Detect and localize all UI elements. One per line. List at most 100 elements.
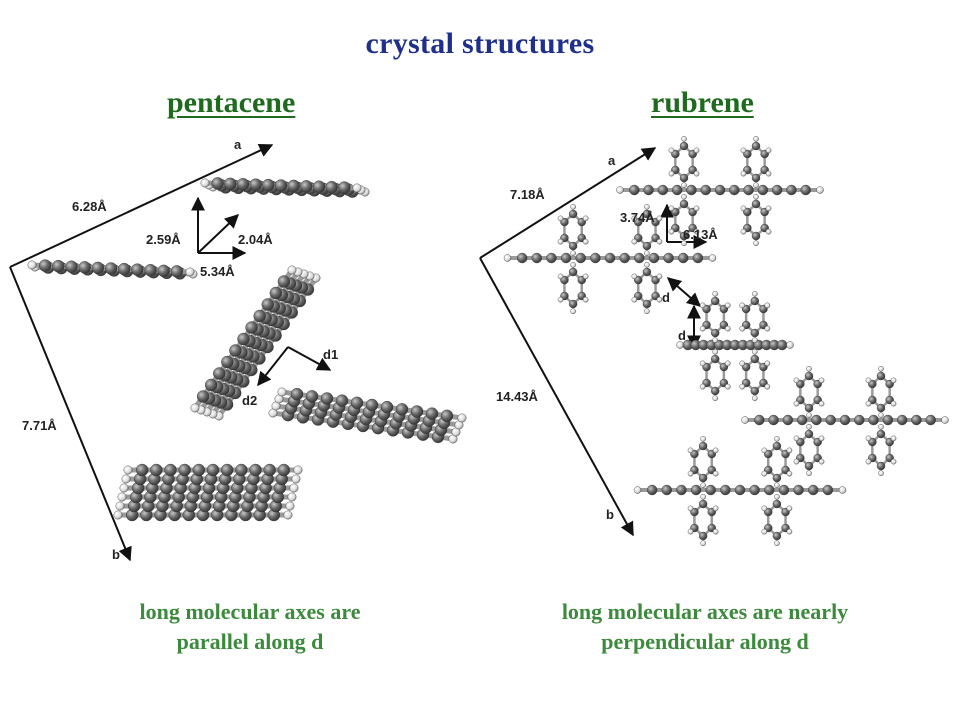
hydrogen-atom xyxy=(699,360,706,367)
carbon-atom xyxy=(568,241,578,251)
hydrogen-atom xyxy=(631,273,638,280)
pentacene-label-d1: d1 xyxy=(323,347,338,362)
hydrogen-atom xyxy=(289,483,299,493)
hydrogen-atom xyxy=(119,483,129,493)
carbon-atom xyxy=(642,209,652,219)
carbon-atom xyxy=(811,414,822,426)
carbon-atom xyxy=(804,429,814,439)
carbon-atom xyxy=(882,414,894,426)
carbon-atom xyxy=(206,463,220,477)
hydrogen-atom xyxy=(753,182,759,188)
carbon-atom xyxy=(876,429,886,439)
rubrene-arrow-d-upper xyxy=(666,277,702,307)
carbon-atom xyxy=(750,328,759,338)
carbon-atom xyxy=(546,252,557,264)
carbon-atom xyxy=(800,184,811,196)
carbon-atom xyxy=(876,403,886,413)
pentacene-axis-b xyxy=(9,266,132,562)
hydrogen-atom xyxy=(644,261,650,268)
rubrene-label-len-a: 7.18Å xyxy=(510,187,545,202)
carbon-atom xyxy=(220,463,234,477)
carbon-atom xyxy=(196,390,210,403)
carbon-atom xyxy=(711,354,720,364)
hydrogen-atom xyxy=(693,205,700,212)
hydrogen-atom xyxy=(740,170,747,177)
carbon-atom xyxy=(261,298,274,311)
hydrogen-atom xyxy=(941,416,949,424)
hydrogen-atom xyxy=(774,435,780,442)
carbon-atom xyxy=(822,484,834,496)
carbon-atom xyxy=(648,252,660,264)
hydrogen-atom xyxy=(739,302,746,309)
carbon-atom xyxy=(117,262,131,276)
pentacene-label-534: 5.34Å xyxy=(200,264,235,279)
hydrogen-atom xyxy=(656,296,663,303)
pentacene-stack-bottom xyxy=(113,463,303,522)
carbon-atom xyxy=(686,184,697,196)
carbon-atom xyxy=(678,252,689,264)
rubrene-label-a: a xyxy=(608,153,616,168)
hydrogen-atom xyxy=(793,400,800,407)
hydrogen-atom xyxy=(457,413,467,423)
carbon-atom xyxy=(711,386,720,396)
carbon-atom xyxy=(300,180,313,193)
carbon-atom xyxy=(757,184,769,196)
hydrogen-atom xyxy=(644,308,650,315)
rubrene-axis-b xyxy=(479,257,634,537)
carbon-atom xyxy=(854,414,865,426)
rubrene-axis-a xyxy=(479,147,657,259)
hydrogen-atom xyxy=(582,296,589,303)
hydrogen-atom xyxy=(761,470,768,477)
pentacene-axis-a xyxy=(9,143,274,268)
hydrogen-atom xyxy=(752,395,758,402)
carbon-atom xyxy=(253,309,266,323)
carbon-atom xyxy=(661,484,672,496)
carbon-atom xyxy=(568,209,578,219)
carbon-atom xyxy=(131,263,144,276)
hydrogen-atom xyxy=(818,400,825,407)
hydrogen-atom xyxy=(752,337,758,344)
hydrogen-atom xyxy=(739,383,746,390)
hydrogen-atom xyxy=(656,238,663,245)
hydrogen-atom xyxy=(786,447,793,454)
carbon-atom xyxy=(743,184,754,196)
carbon-atom xyxy=(568,299,578,309)
carbon-atom xyxy=(642,299,652,309)
pentacene-arrow-204 xyxy=(197,214,240,254)
hydrogen-atom xyxy=(681,135,687,142)
carbon-atom xyxy=(516,252,528,264)
hydrogen-atom xyxy=(557,238,564,245)
carbon-atom xyxy=(245,321,258,334)
hydrogen-atom xyxy=(27,260,37,270)
hydrogen-atom xyxy=(741,416,749,424)
hydrogen-atom xyxy=(631,215,638,222)
hydrogen-atom xyxy=(699,302,706,309)
carbon-atom xyxy=(751,231,761,241)
carbon-atom xyxy=(78,261,91,274)
hydrogen-atom xyxy=(708,254,717,262)
carbon-atom xyxy=(170,265,184,278)
carbon-atom xyxy=(157,264,170,278)
hydrogen-atom xyxy=(631,296,638,303)
carbon-atom xyxy=(754,414,765,426)
carbon-atom xyxy=(229,344,242,357)
carbon-atom xyxy=(643,184,654,196)
pentacene-molecule-left xyxy=(27,259,198,280)
carbon-atom xyxy=(750,386,759,396)
carbon-atom xyxy=(751,173,761,183)
carbon-atom xyxy=(676,484,687,496)
carbon-atom xyxy=(192,463,206,477)
hydrogen-atom xyxy=(806,423,812,430)
carbon-atom xyxy=(262,178,275,192)
hydrogen-atom xyxy=(764,302,771,309)
rubrene-caption-line2: perpendicular along d xyxy=(601,629,809,654)
carbon-atom xyxy=(312,180,326,193)
carbon-atom xyxy=(772,441,782,451)
hydrogen-atom xyxy=(700,540,706,547)
carbon-atom xyxy=(771,184,783,196)
hydrogen-atom xyxy=(687,505,694,512)
rubrene-molecule-right xyxy=(741,365,949,477)
hydrogen-atom xyxy=(818,377,825,384)
carbon-atom xyxy=(825,414,836,426)
rubrene-caption-line1: long molecular axes are nearly xyxy=(561,599,849,624)
